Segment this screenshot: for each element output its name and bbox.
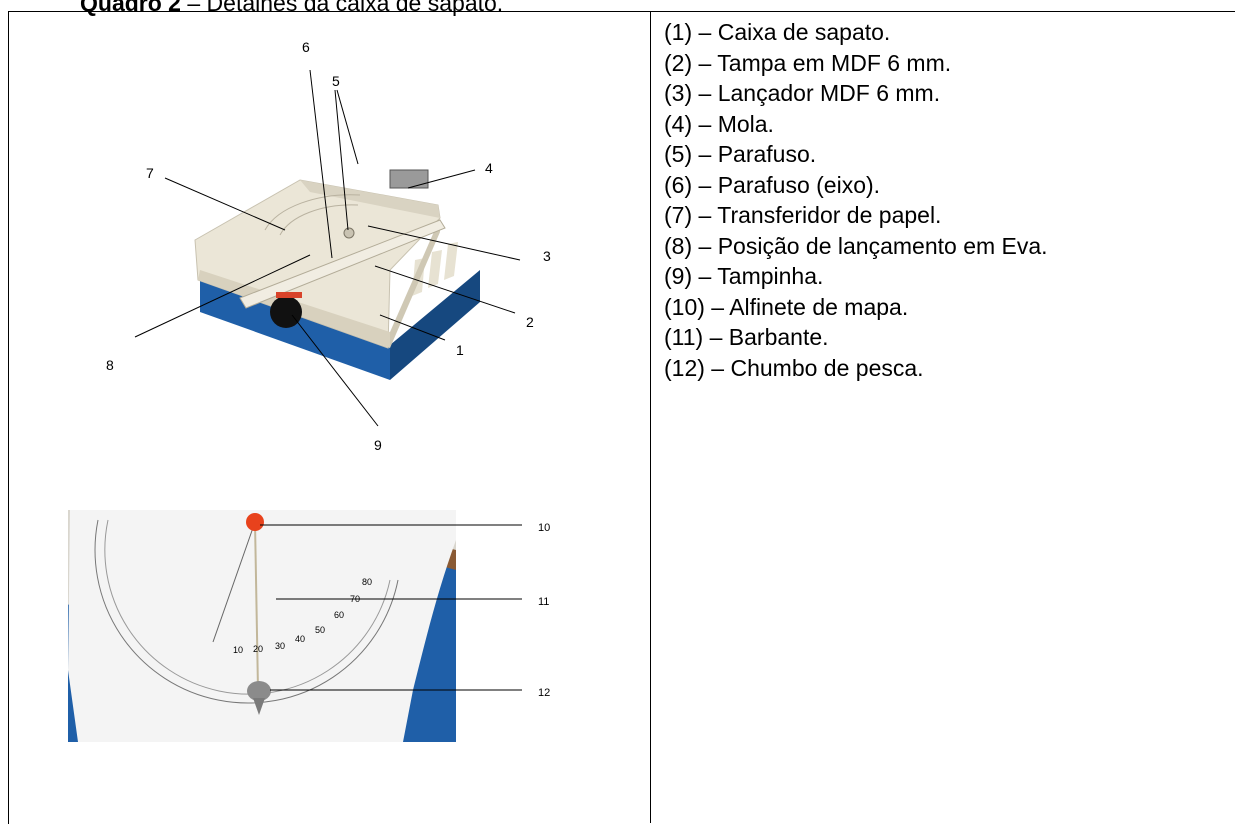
legend-item: (12) – Chumbo de pesca. (664, 353, 1048, 384)
legend-item: (9) – Tampinha. (664, 261, 1048, 292)
parts-legend: (1) – Caixa de sapato. (2) – Tampa em MD… (664, 17, 1048, 383)
tick-40: 40 (295, 634, 305, 644)
legend-text: Mola. (717, 110, 774, 137)
legend-number: (6) (664, 171, 693, 198)
legend-dash: – (692, 202, 718, 228)
legend-item: (4) – Mola. (664, 109, 1048, 140)
legend-item: (1) – Caixa de sapato. (664, 17, 1048, 48)
shoebox-photo: 1 2 3 4 5 6 7 8 9 (106, 39, 551, 453)
legend-item: (5) – Parafuso. (664, 139, 1048, 170)
legend-number: (5) (664, 141, 693, 167)
caption-text: Detalhes da caixa de sapato. (206, 0, 504, 16)
legend-number: (3) (664, 80, 693, 106)
legend-dash: – (692, 19, 718, 45)
legend-number: (8) (664, 232, 693, 259)
legend-number: (10) (664, 293, 705, 320)
callout-8: 8 (106, 357, 114, 373)
tick-50: 50 (315, 625, 325, 635)
callout-3: 3 (543, 248, 551, 264)
protractor-photo: 10 20 30 40 50 60 70 80 10 11 12 (68, 510, 550, 742)
legend-dash: – (704, 354, 731, 381)
callout-5: 5 (332, 73, 340, 89)
callout-2: 2 (526, 314, 534, 330)
legend-number: (7) (664, 202, 693, 228)
callout-12: 12 (538, 687, 550, 699)
legend-dash: – (692, 232, 718, 259)
legend-text: Transferidor de papel. (717, 202, 942, 228)
legend-dash: – (692, 263, 718, 289)
legend-dash: – (692, 171, 718, 198)
legend-dash: – (692, 80, 718, 106)
legend-text: Alfinete de mapa. (729, 293, 909, 320)
callout-11: 11 (538, 596, 549, 608)
table-frame (8, 11, 1235, 824)
callout-6: 6 (302, 39, 310, 55)
callout-9: 9 (374, 437, 382, 453)
legend-item: (3) – Lançador MDF 6 mm. (664, 78, 1048, 109)
legend-number: (1) (664, 19, 693, 45)
legend-item: (10) – Alfinete de mapa. (664, 292, 1048, 323)
legend-text: Lançador MDF 6 mm. (717, 80, 941, 106)
tick-80: 80 (362, 577, 372, 587)
legend-item: (8) – Posição de lançamento em Eva. (664, 231, 1048, 262)
tick-10: 10 (233, 645, 243, 655)
legend-dash: – (692, 49, 718, 76)
legend-text: Tampinha. (717, 263, 824, 289)
legend-dash: – (692, 110, 718, 137)
legend-text: Parafuso. (717, 141, 817, 167)
legend-text: Barbante. (728, 324, 829, 350)
caption-separator: – (180, 0, 207, 16)
callout-1: 1 (456, 342, 464, 358)
legend-dash: – (703, 324, 729, 350)
legend-text: Caixa de sapato. (717, 19, 891, 45)
legend-item: (11) – Barbante. (664, 322, 1048, 353)
legend-number: (2) (664, 49, 693, 76)
caption-label: Quadro 2 (80, 0, 181, 16)
figure-caption: Quadro 2 – Detalhes da caixa de sapato. (80, 0, 503, 18)
legend-item: (6) – Parafuso (eixo). (664, 170, 1048, 201)
legend-text: Posição de lançamento em Eva. (717, 232, 1048, 259)
legend-item: (2) – Tampa em MDF 6 mm. (664, 48, 1048, 79)
callout-10: 10 (538, 522, 550, 534)
callout-7: 7 (146, 165, 154, 181)
tick-30: 30 (275, 641, 285, 651)
legend-number: (4) (664, 110, 693, 137)
legend-text: Parafuso (eixo). (717, 171, 881, 198)
legend-dash: – (704, 293, 730, 320)
legend-text: Tampa em MDF 6 mm. (717, 49, 952, 76)
tick-60: 60 (334, 610, 344, 620)
column-divider (650, 11, 651, 823)
callout-4: 4 (485, 160, 493, 176)
legend-number: (9) (664, 263, 693, 289)
legend-item: (7) – Transferidor de papel. (664, 200, 1048, 231)
legend-text: Chumbo de pesca. (730, 354, 924, 381)
legend-number: (12) (664, 354, 705, 381)
legend-number: (11) (664, 324, 704, 350)
tick-20: 20 (253, 644, 263, 654)
legend-dash: – (692, 141, 718, 167)
